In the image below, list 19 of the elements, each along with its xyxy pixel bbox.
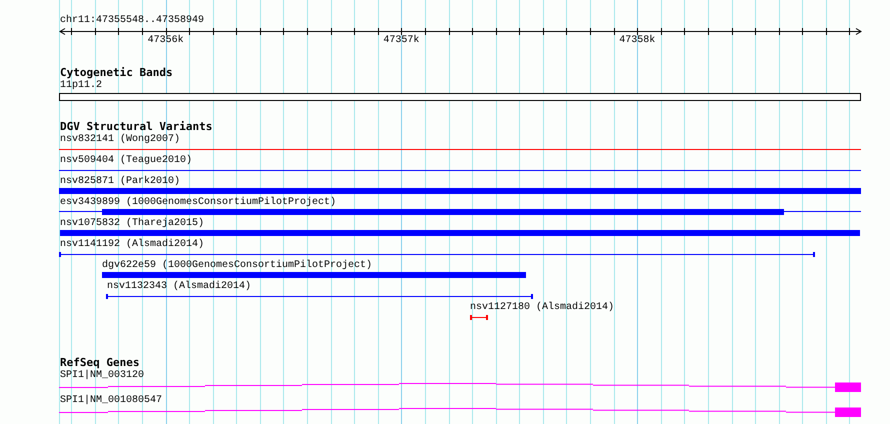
coordinate-label: chr11:47355548..47358949 — [60, 15, 204, 27]
variant-label: dgv622e59 (1000GenomesConsortiumPilotProject) — [102, 260, 372, 272]
track-heading: Cytogenetic Bands — [60, 67, 173, 79]
track-heading: DGV Structural Variants — [60, 121, 212, 133]
variant-label: nsv825871 (Park2010) — [60, 176, 180, 188]
tick-label: 47358k — [619, 35, 656, 47]
variant-label: nsv1141192 (Alsmadi2014) — [60, 239, 204, 251]
tick-label: 47356k — [148, 35, 184, 47]
variant-label: esv3439899 (1000GenomesConsortiumPilotProject) — [60, 197, 336, 209]
track-heading: RefSeq Genes — [60, 357, 140, 369]
gene-label: SPI1|NM_003120 — [60, 370, 144, 382]
variant-label: nsv832141 (Wong2007) — [60, 134, 180, 146]
variant-label: nsv1132343 (Alsmadi2014) — [107, 281, 252, 293]
variant-label: nsv1075832 (Thareja2015) — [60, 218, 204, 230]
tick-label: 47357k — [383, 35, 420, 47]
gene-label: SPI1|NM_001080547 — [60, 395, 162, 407]
variant-label: nsv1127180 (Alsmadi2014) — [470, 302, 614, 314]
variant-label: nsv509404 (Teague2010) — [60, 155, 192, 167]
band-label: 11p11.2 — [60, 80, 102, 92]
